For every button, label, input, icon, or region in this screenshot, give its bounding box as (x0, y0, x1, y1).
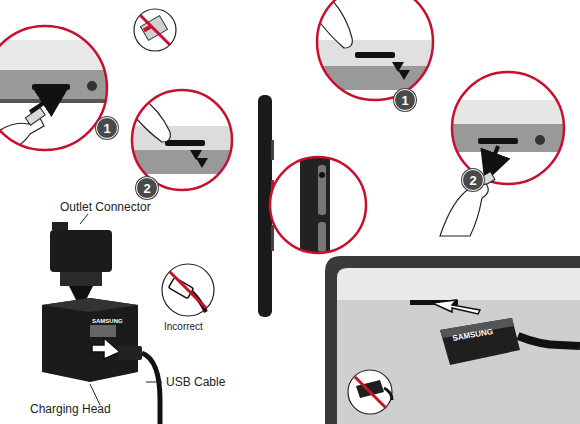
part-label: Outlet Connector (60, 201, 151, 214)
callout-number-text: 2 (143, 182, 150, 195)
side-detail (270, 150, 366, 260)
part-label: Incorrect (164, 321, 203, 332)
part-label: Charging Head (30, 403, 111, 416)
callout-number: 2 (136, 177, 158, 199)
callout-number-text: 1 (401, 94, 408, 107)
prohibited-card-icon (134, 9, 176, 51)
callout-number: 2 (462, 169, 484, 191)
callout-number-text: 2 (469, 174, 476, 187)
outlet-connector (50, 222, 112, 286)
tablet-corner (325, 256, 580, 424)
callout-number: 1 (394, 89, 416, 111)
callout-number-text: 1 (103, 122, 110, 135)
brand-mark: SAMSUNG (92, 318, 123, 325)
press-detail (130, 88, 240, 198)
incorrect-icon (162, 264, 214, 316)
usb-cable (118, 346, 160, 424)
charging-head (42, 298, 138, 382)
insert-detail (0, 20, 120, 160)
part-label: USB Cable (166, 376, 225, 389)
remove-detail (450, 70, 570, 190)
callout-number: 1 (96, 117, 118, 139)
dock-connector-plug (440, 318, 580, 365)
eject-press-detail (315, 0, 435, 100)
incorrect-icon (348, 370, 392, 414)
